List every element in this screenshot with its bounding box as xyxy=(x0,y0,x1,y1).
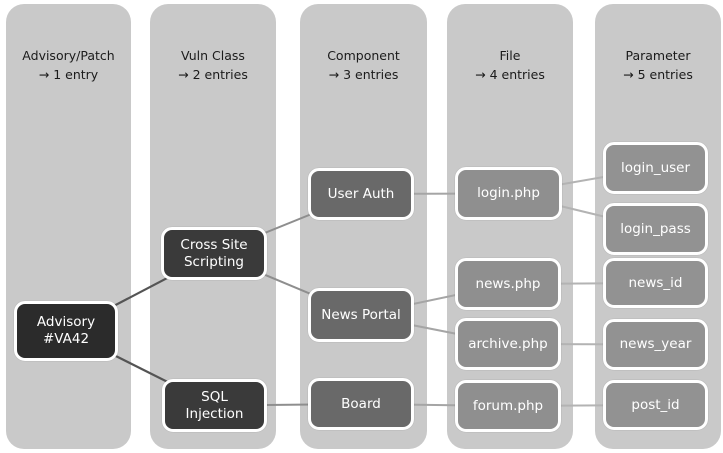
edge-news-php-to-news-id xyxy=(507,282,656,285)
edge-board-to-forum-php xyxy=(360,403,509,407)
edge-login-php-to-login-pass xyxy=(508,192,656,230)
column-entry-count: → 1 entry xyxy=(38,67,99,83)
column-title: Parameter xyxy=(625,48,691,63)
column-title: Advisory/Patch xyxy=(22,48,115,63)
edge-news-portal-to-archive-php xyxy=(360,314,509,345)
column-title: Vuln Class xyxy=(181,48,245,63)
edge-archive-php-to-news-year xyxy=(507,343,656,346)
column-header: Vuln Class → 2 entries xyxy=(150,4,276,85)
edge-sql-injection-to-board xyxy=(214,403,362,407)
column-entry-count: → 2 entries xyxy=(178,67,248,83)
edge-forum-php-to-post-id xyxy=(507,404,656,407)
column-header: Component → 3 entries xyxy=(300,4,427,85)
column-title: File xyxy=(499,48,521,63)
column-header: Parameter → 5 entries xyxy=(595,4,721,85)
column-entry-count: → 3 entries xyxy=(328,67,399,83)
edge-login-php-to-login-user xyxy=(508,167,656,195)
column-entry-count: → 4 entries xyxy=(475,67,545,83)
column-entry-count: → 5 entries xyxy=(623,67,693,83)
edge-cross-site-scripting-to-user-auth xyxy=(213,193,362,255)
column-advisory-patch: Advisory/Patch → 1 entry xyxy=(6,4,131,449)
column-file: File → 4 entries xyxy=(447,4,573,449)
column-component: Component → 3 entries xyxy=(300,4,427,449)
edge-advisory-va42-to-sql-injection xyxy=(65,330,215,407)
column-vuln-class: Vuln Class → 2 entries xyxy=(150,4,276,449)
column-header: File → 4 entries xyxy=(447,4,573,85)
edge-news-portal-to-news-php xyxy=(360,283,509,316)
edge-advisory-va42-to-cross-site-scripting xyxy=(65,252,215,332)
edge-cross-site-scripting-to-news-portal xyxy=(213,252,362,316)
column-header: Advisory/Patch → 1 entry xyxy=(6,4,131,85)
column-title: Component xyxy=(327,48,400,63)
edge-user-auth-to-login-php xyxy=(360,192,509,195)
